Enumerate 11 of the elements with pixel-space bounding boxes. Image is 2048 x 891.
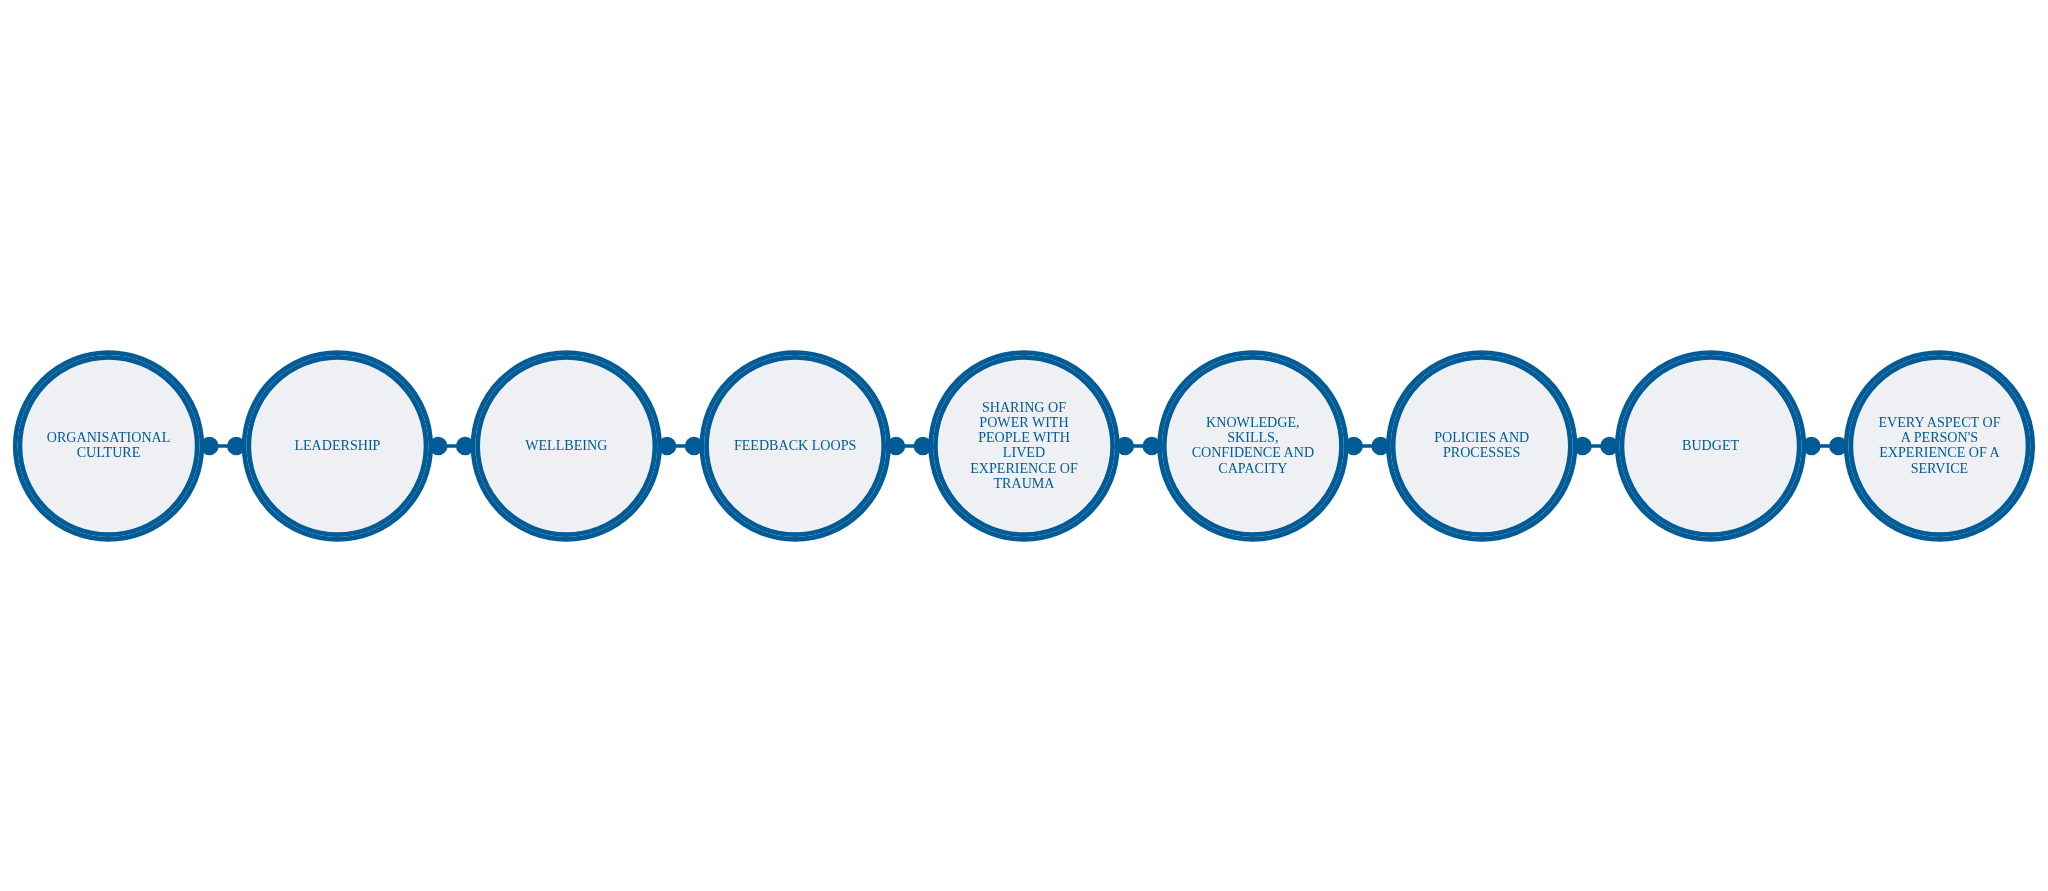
node-circle: SHARING OF POWER WITH PEOPLE WITH LIVED EXPERIENCE OF TRAUMA xyxy=(928,349,1120,542)
node-circle: KNOWLEDGE, SKILLS, CONFIDENCE AND CAPACITY xyxy=(1157,349,1349,542)
node-circle: ORGANISATIONAL CULTURE xyxy=(12,349,205,542)
connector xyxy=(200,436,246,455)
node-circle: FEEDBACK LOOPS xyxy=(699,349,891,542)
node-circle: LEADERSHIP xyxy=(241,349,434,542)
node-circle: EVERY ASPECT OF A PERSON'S EXPERIENCE OF A SERVICE xyxy=(1843,349,2036,542)
node-circle: BUDGET xyxy=(1614,349,1807,542)
connector xyxy=(1802,436,1848,455)
node-circle: WELLBEING xyxy=(470,349,662,542)
node-circle: POLICIES AND PROCESSES xyxy=(1386,349,1578,542)
